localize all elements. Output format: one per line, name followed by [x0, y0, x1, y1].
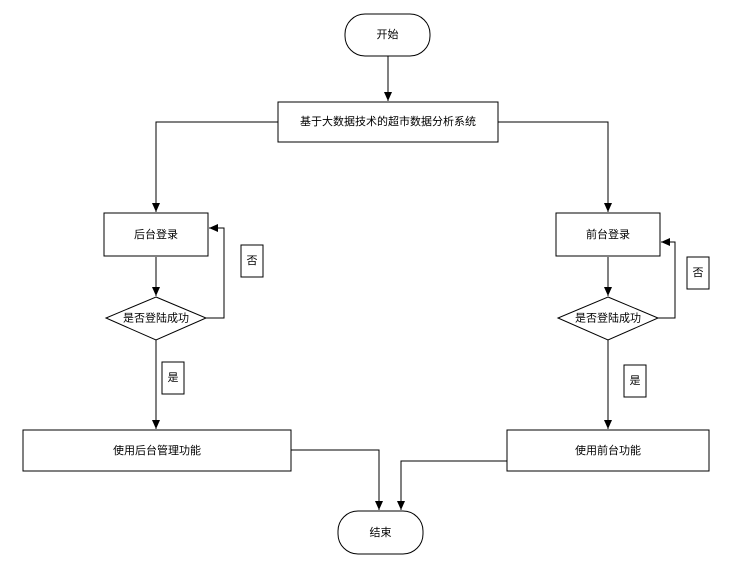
edge-backend-decision-no [206, 224, 225, 319]
system-label: 基于大数据技术的超市数据分析系统 [300, 114, 476, 128]
backend-yes-label: 是 [161, 361, 185, 395]
backend-decision-node: 是否登陆成功 [104, 296, 208, 341]
backend-yes-text: 是 [168, 371, 179, 384]
frontend-decision-label: 是否登陆成功 [575, 311, 641, 325]
end-label: 结束 [370, 526, 392, 539]
system-node: 基于大数据技术的超市数据分析系统 [277, 101, 499, 143]
backend-no-label: 否 [240, 244, 264, 278]
backend-login-label: 后台登录 [134, 227, 178, 241]
backend-functions-node: 使用后台管理功能 [22, 429, 292, 472]
edge-system-to-frontend-login [498, 121, 612, 212]
frontend-no-text: 否 [693, 266, 704, 279]
backend-no-text: 否 [247, 254, 258, 267]
edges [152, 56, 676, 510]
edge-frontend-decision-no [658, 238, 676, 319]
frontend-no-label: 否 [686, 256, 710, 290]
backend-decision-label: 是否登陆成功 [123, 311, 189, 325]
frontend-decision-node: 是否登陆成功 [556, 296, 660, 341]
start-label: 开始 [377, 27, 399, 41]
edge-system-to-backend-login [152, 121, 278, 212]
end-node: 结束 [337, 510, 424, 555]
frontend-yes-label: 是 [623, 364, 647, 398]
frontend-functions-node: 使用前台功能 [506, 429, 710, 472]
start-node: 开始 [344, 13, 431, 57]
edge-frontend-functions-to-end [397, 460, 507, 510]
frontend-login-node: 前台登录 [555, 212, 661, 257]
backend-functions-label: 使用后台管理功能 [113, 443, 201, 457]
backend-login-node: 后台登录 [103, 212, 209, 257]
frontend-functions-label: 使用前台功能 [575, 443, 641, 457]
frontend-login-label: 前台登录 [586, 227, 630, 241]
frontend-yes-text: 是 [630, 374, 641, 387]
edge-backend-functions-to-end [291, 449, 383, 510]
